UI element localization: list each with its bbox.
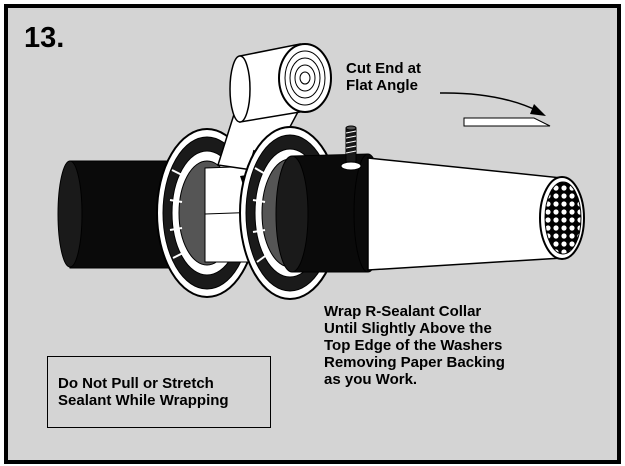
flat-angle-cut-diagram [463,117,551,127]
threaded-stud-icon [340,125,362,171]
right-pipe [367,157,563,271]
left-pipe [57,160,181,269]
warning-box: Do Not Pull or Stretch Sealant While Wra… [47,356,271,428]
callout-line: Removing Paper Backing [324,354,505,371]
callout-line: Flat Angle [346,77,418,94]
step-number: 13. [24,22,65,54]
wrap-instruction-callout: Wrap R-Sealant Collar Until Slightly Abo… [324,303,505,388]
curved-arrow-icon [439,92,546,116]
callout-line: Wrap R-Sealant Collar [324,303,482,320]
callout-line: Until Slightly Above the [324,320,492,337]
cut-end-callout: Cut End at Flat Angle [346,60,421,94]
wrapped-pipe-section [275,153,383,273]
callout-line: Cut End at [346,60,421,77]
warning-line: Sealant While Wrapping [58,392,229,409]
callout-line: Top Edge of the Washers [324,337,503,354]
warning-line: Do Not Pull or Stretch [58,375,214,392]
mesh-cap-icon [539,176,585,260]
sealant-roll-icon [229,43,332,123]
callout-line: as you Work. [324,371,418,388]
